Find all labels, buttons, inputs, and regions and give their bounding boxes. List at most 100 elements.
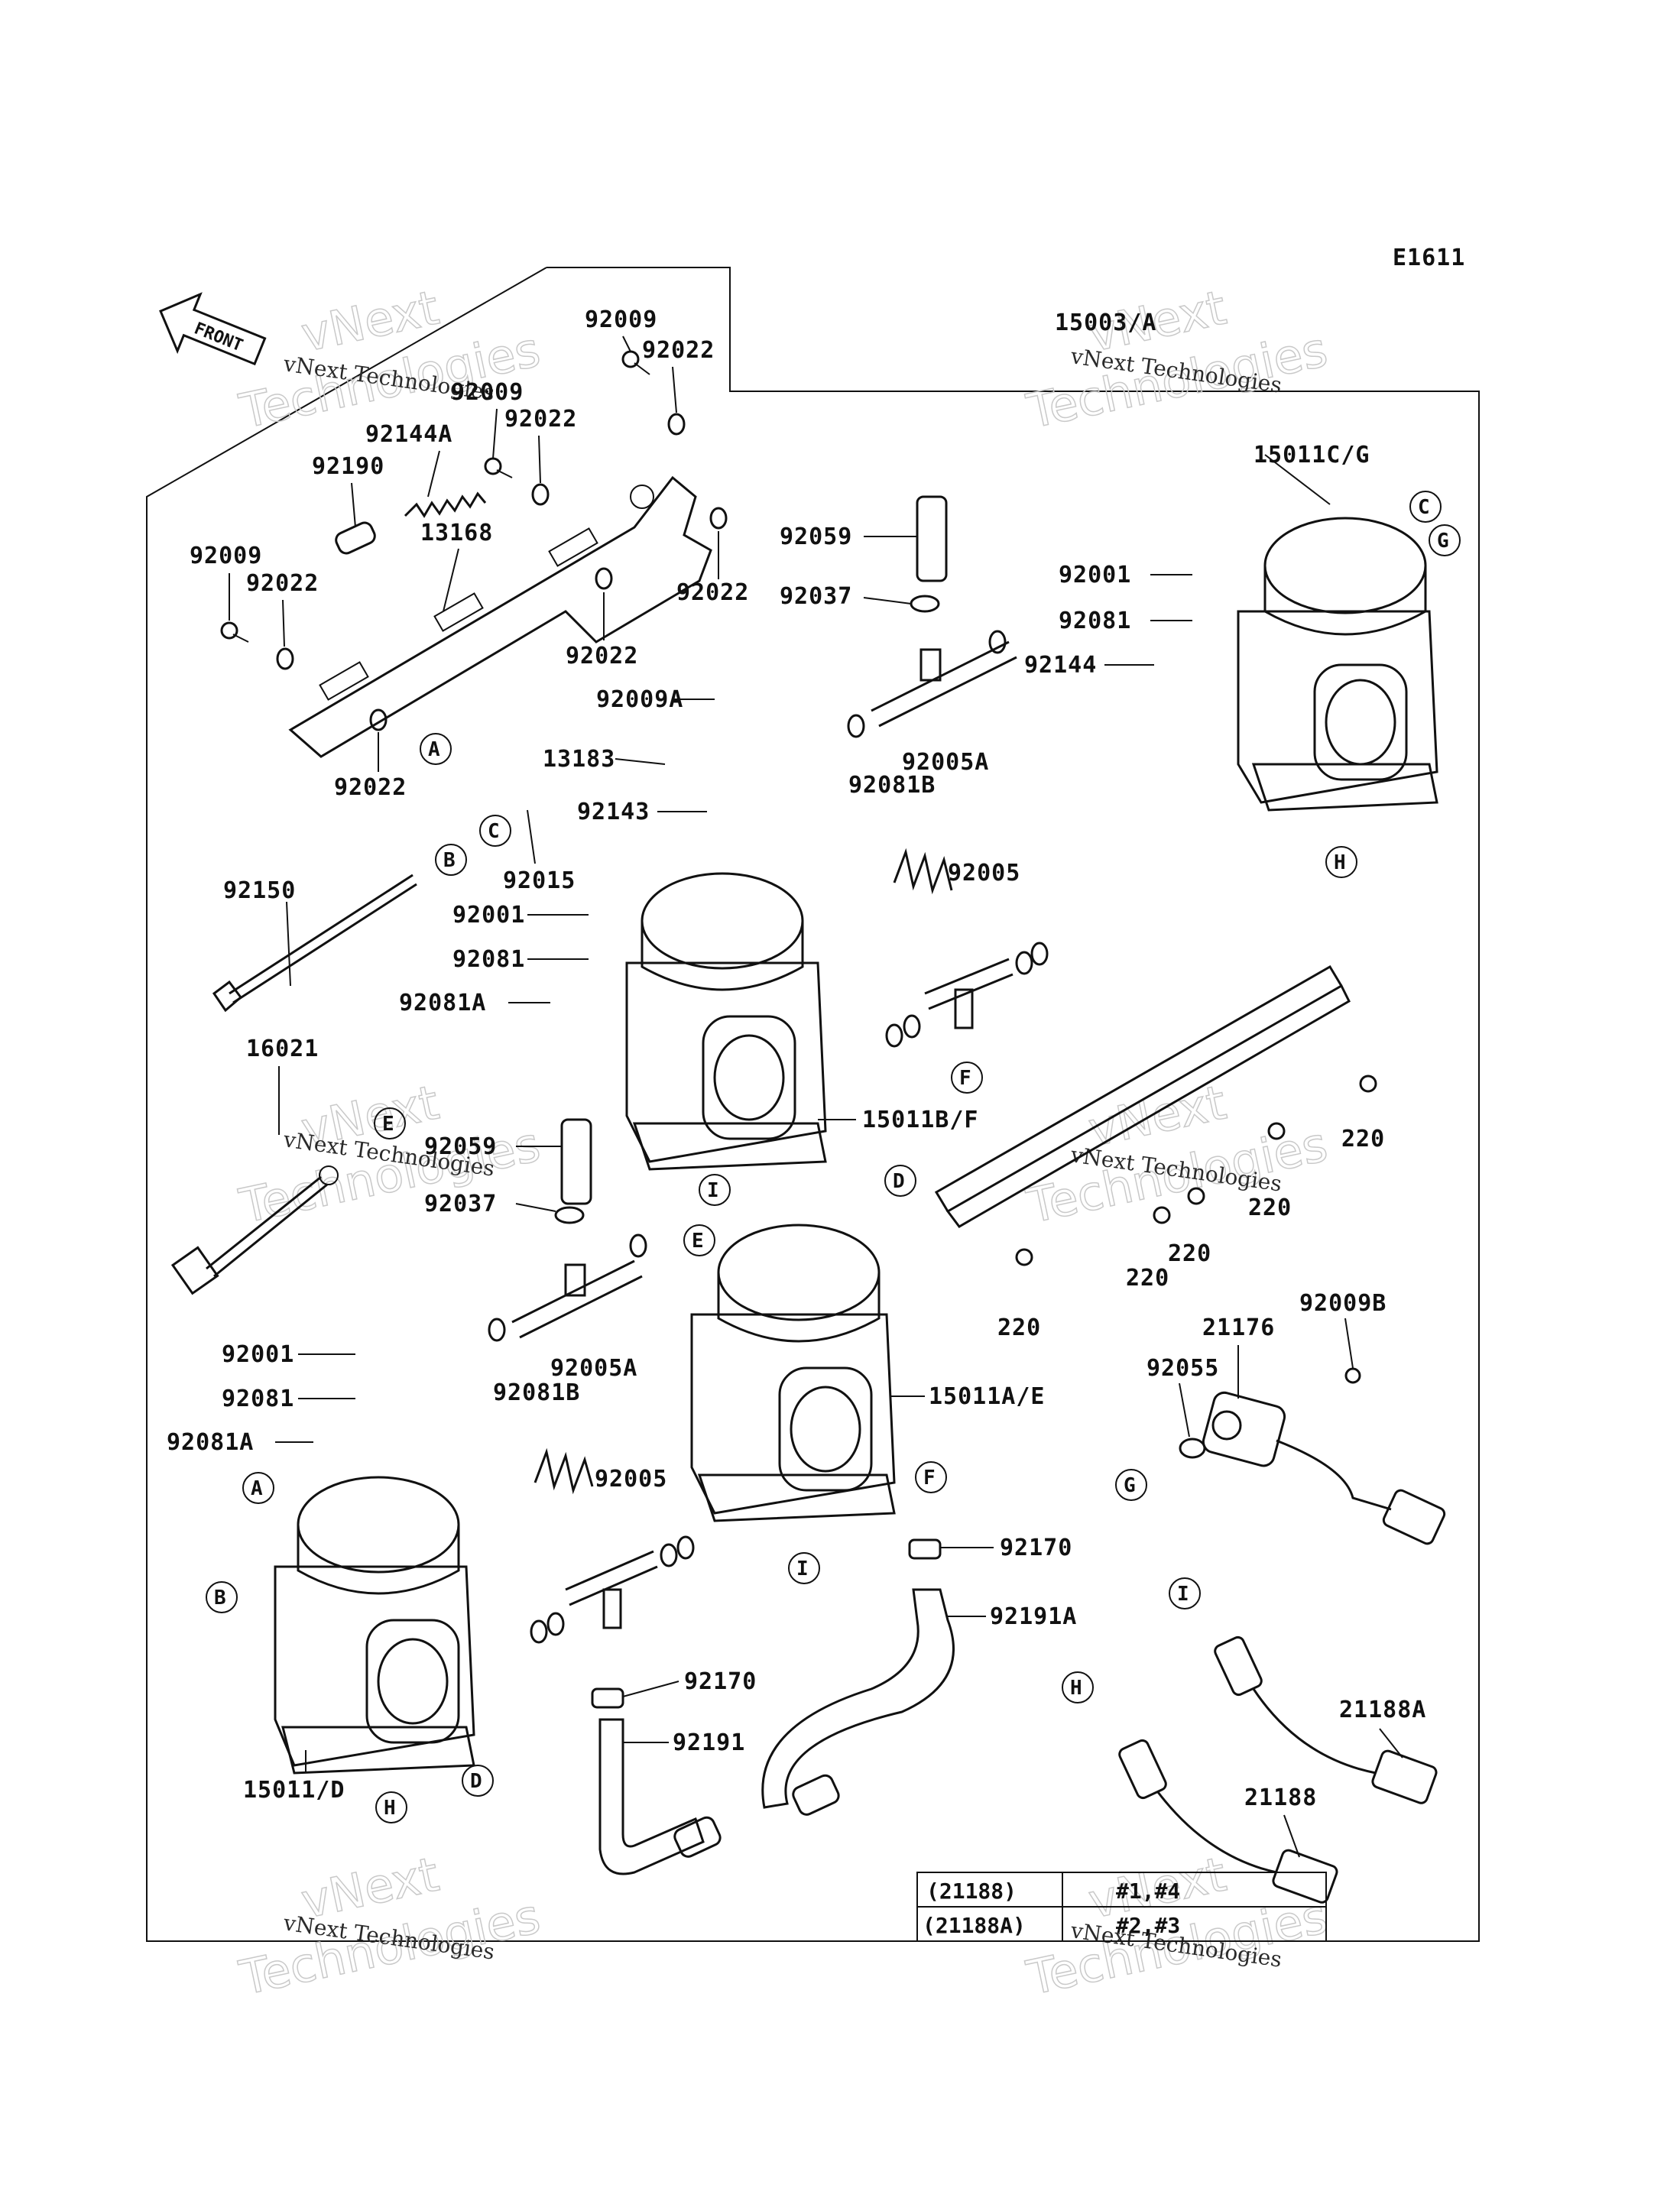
callout-H: H (1062, 1671, 1094, 1703)
label-92005A: 92005A (902, 749, 989, 776)
label-92022: 92022 (334, 774, 407, 801)
label-15011D: 15011/D (243, 1777, 345, 1804)
callout-G: G (1429, 524, 1461, 556)
svg-text:I: I (796, 1558, 809, 1580)
carburetor-15011CG (1237, 517, 1438, 812)
hose-92191A-end (792, 1774, 840, 1816)
table-row-2-part: (21188A) (923, 1913, 1026, 1938)
clamp-92170-bottom (591, 1687, 624, 1709)
hose-92191A (761, 1588, 955, 1809)
callout-G: G (1115, 1469, 1147, 1501)
collar-92190 (335, 521, 376, 555)
svg-text:E: E (692, 1230, 704, 1253)
table-row-1-part: (21188) (926, 1878, 1017, 1904)
callout-H: H (375, 1791, 407, 1823)
callout-I: I (788, 1552, 820, 1584)
svg-text:G: G (1124, 1474, 1136, 1497)
carburetor-15011BF (625, 872, 827, 1171)
label-92081: 92081 (452, 946, 525, 973)
label-92081: 92081 (222, 1386, 294, 1412)
label-92022: 92022 (504, 406, 577, 433)
label-92190: 92190 (312, 453, 384, 480)
label-92191A: 92191A (990, 1603, 1077, 1630)
svg-text:E: E (382, 1113, 394, 1136)
pipe-92059-top (916, 495, 948, 582)
sensor-21176 (1202, 1391, 1446, 1545)
label-92081A: 92081A (167, 1429, 254, 1456)
callout-A: A (242, 1472, 274, 1504)
svg-text:F: F (959, 1067, 971, 1090)
screw-92150 (212, 874, 417, 1013)
screw-92009B (1344, 1367, 1361, 1384)
sensor-21188 (1118, 1739, 1338, 1904)
hose-92191-end (673, 1816, 722, 1858)
label-220: 220 (1168, 1240, 1211, 1267)
label-92144: 92144 (1024, 652, 1097, 679)
svg-text:B: B (214, 1587, 226, 1609)
table-row-2-cyl: #2,#3 (1116, 1913, 1180, 1938)
label-92005: 92005 (948, 860, 1020, 887)
label-220: 220 (1126, 1265, 1169, 1292)
label-92015: 92015 (503, 867, 576, 894)
oring-92055 (1179, 1438, 1206, 1459)
callout-B: B (435, 844, 467, 876)
svg-text:C: C (1418, 496, 1430, 519)
svg-text:D: D (893, 1170, 905, 1193)
label-92022: 92022 (566, 643, 638, 669)
hose-92191 (598, 1718, 705, 1875)
label-92081A: 92081A (399, 990, 486, 1016)
callout-F: F (951, 1062, 983, 1094)
label-92022: 92022 (676, 579, 749, 606)
label-15003A: 15003/A (1055, 310, 1156, 336)
callout-A: A (420, 733, 452, 765)
svg-text:H: H (1334, 851, 1346, 874)
label-21188A: 21188A (1339, 1697, 1426, 1723)
joint-92005-middle (885, 942, 1049, 1048)
pipe-92059-lower (560, 1118, 592, 1205)
bracket-bar-220 (934, 964, 1377, 1266)
callout-B: B (206, 1581, 238, 1613)
label-21188: 21188 (1244, 1784, 1317, 1811)
diagram-frame (146, 267, 1480, 1942)
label-92009: 92009 (451, 379, 524, 406)
label-13183: 13183 (543, 746, 615, 773)
bracket-13168 (288, 475, 712, 758)
label-16021: 16021 (246, 1036, 319, 1062)
svg-text:C: C (488, 820, 500, 843)
watermark-bottom-left: vNext Technologies vNext Technologies (234, 1846, 545, 2007)
clamp-92170-top (908, 1538, 942, 1560)
svg-text:B: B (443, 849, 456, 872)
label-92081B: 92081B (848, 772, 936, 799)
label-15011BF: 15011B/F (862, 1107, 979, 1133)
cylinder-table: (21188) #1,#4 (21188A) #2,#3 (916, 1872, 1327, 1942)
watermark-top-left: vNext Technologies vNext Technologies (234, 279, 545, 440)
svg-text:I: I (707, 1179, 719, 1202)
label-15011CG: 15011C/G (1254, 442, 1370, 468)
label-220: 220 (1248, 1195, 1292, 1221)
label-220: 220 (1341, 1126, 1385, 1152)
watermark-top-right: vNext Technologies vNext Technologies (1021, 279, 1332, 440)
label-92150: 92150 (223, 877, 296, 904)
callout-H: H (1325, 846, 1357, 878)
callout-circles: A B C C G H F E I D E G F A B I I H D H (206, 491, 1461, 1823)
label-92143: 92143 (577, 799, 650, 825)
svg-text:I: I (1177, 1583, 1189, 1606)
callout-F: F (915, 1461, 947, 1493)
label-92009: 92009 (190, 543, 262, 569)
svg-text:H: H (384, 1797, 396, 1820)
label-92059: 92059 (424, 1133, 497, 1160)
label-21176: 21176 (1202, 1314, 1275, 1341)
label-92001: 92001 (222, 1341, 294, 1368)
clamp-92037-lower (554, 1206, 585, 1224)
label-92005A: 92005A (550, 1355, 637, 1382)
spring-92081B-top (893, 848, 953, 895)
label-92170: 92170 (684, 1668, 757, 1695)
label-220: 220 (997, 1314, 1041, 1341)
carburetor-15011D (274, 1476, 475, 1775)
label-92009B: 92009B (1299, 1290, 1386, 1317)
callout-C: C (1409, 491, 1442, 523)
joint-92005A-lower (488, 1233, 647, 1342)
label-92005: 92005 (595, 1466, 667, 1493)
